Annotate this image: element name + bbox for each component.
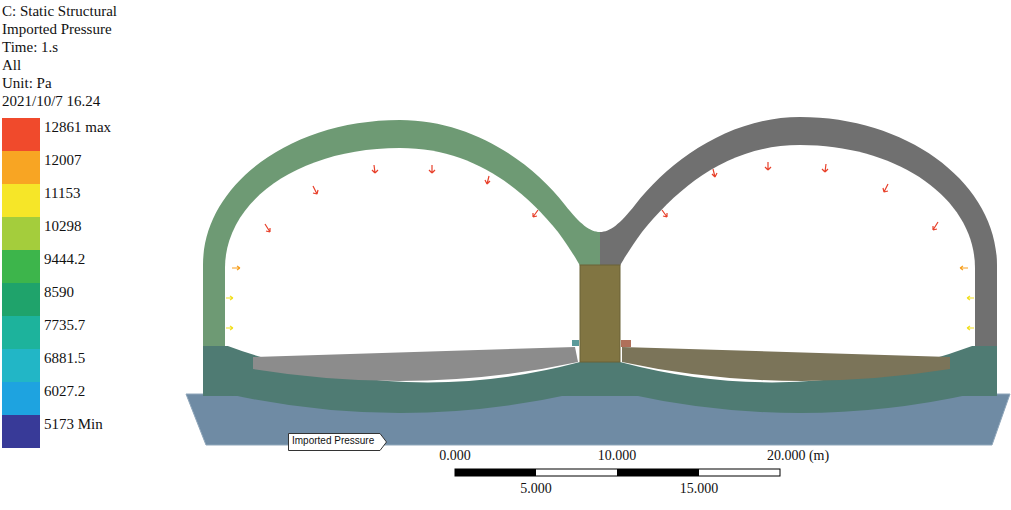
date-label: 2021/10/7 16.24 [2, 94, 100, 109]
pressure-arrows [265, 162, 938, 232]
legend-value: 12007 [44, 153, 82, 168]
legend-swatch [2, 250, 40, 283]
right-fill [622, 347, 950, 381]
scale-value: 20.000 (m) [767, 449, 829, 463]
legend-value: 5173 Min [44, 417, 103, 432]
legend-value: 11153 [44, 186, 80, 201]
legend-swatch [2, 415, 40, 448]
legend-swatch [2, 349, 40, 382]
legend-value: 9444.2 [44, 252, 85, 267]
scale-value: 15.000 [680, 482, 719, 496]
scale-value: 0.000 [439, 449, 471, 463]
unit-label: Unit: Pa [2, 76, 52, 91]
middle-pillar [580, 265, 620, 362]
legend-value: 8590 [44, 285, 74, 300]
ground-slab [186, 394, 1010, 445]
right-arch [600, 117, 997, 346]
tag-text: Imported Pressure [288, 433, 387, 446]
legend-swatch [2, 316, 40, 349]
scope-label: All [2, 58, 21, 73]
right-interior-floor [620, 345, 975, 382]
left-interior [225, 148, 580, 346]
legend-swatch [2, 184, 40, 217]
legend-value: 12861 max [44, 120, 111, 135]
legend-swatch [2, 283, 40, 316]
small-block [572, 340, 579, 346]
small-block [621, 340, 631, 347]
left-arch [203, 120, 600, 346]
legend-value: 7735.7 [44, 318, 85, 333]
system-title: C: Static Structural [2, 4, 117, 19]
tag-flag: Imported Pressure [288, 433, 387, 451]
left-fill [253, 347, 578, 381]
side-pressure-arrows [226, 266, 974, 330]
legend-swatch [2, 217, 40, 250]
legend-value: 6881.5 [44, 351, 85, 366]
scale-value: 5.000 [520, 482, 552, 496]
legend-value: 10298 [44, 219, 82, 234]
result-name: Imported Pressure [2, 22, 112, 37]
legend-value: 6027.2 [44, 384, 85, 399]
legend-swatch [2, 118, 40, 151]
right-interior [620, 145, 975, 346]
left-interior-floor [225, 345, 580, 382]
legend-swatch [2, 382, 40, 415]
scale-bar [455, 469, 780, 476]
time-label: Time: 1.s [2, 40, 58, 55]
right-invert [628, 394, 972, 413]
legend-swatch [2, 151, 40, 184]
scale-value: 10.000 [598, 449, 637, 463]
left-invert [228, 394, 572, 413]
